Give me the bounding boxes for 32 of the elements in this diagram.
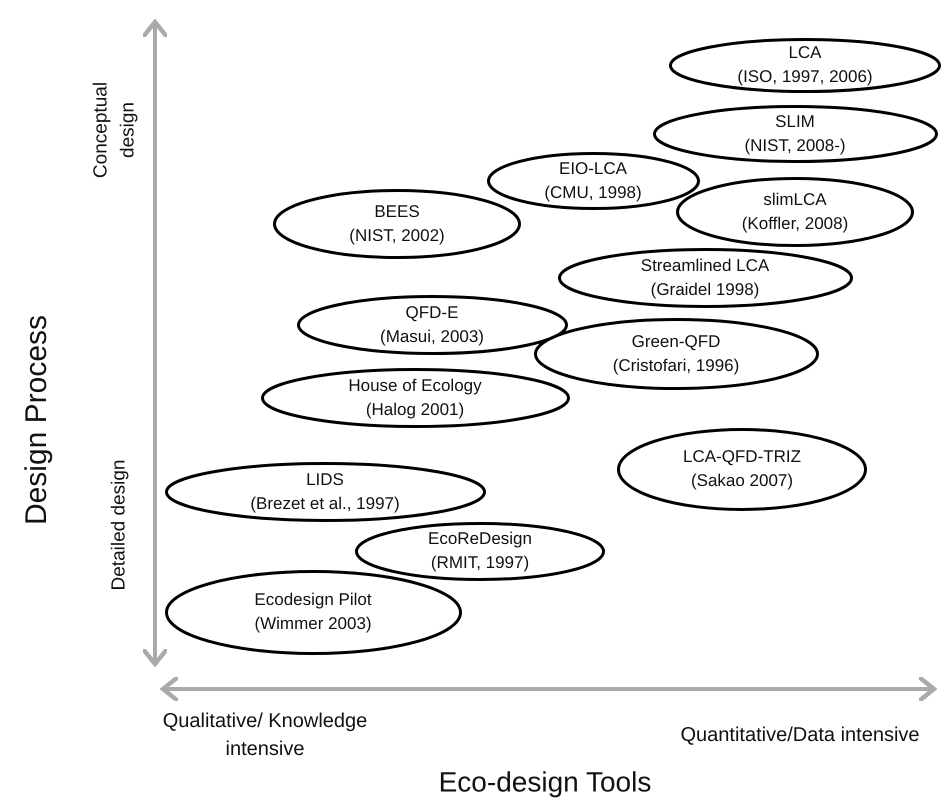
citation: (Brezet et al., 1997) [250,493,400,515]
tool-name: LCA [788,42,822,64]
tool-name: LIDS [306,469,344,491]
tool-name: Streamlined LCA [640,255,770,277]
axis-label: Quantitative/Data intensive [680,723,920,748]
citation: (Cristofari, 1996) [612,355,740,377]
citation: (Koffler, 2008) [742,213,848,235]
tool-name: LCA-QFD-TRIZ [682,446,802,468]
tool-name: QFD-E [406,302,458,324]
tool-name: SLIM [775,111,815,133]
tool-name: slimLCA [763,189,827,211]
citation: (CMU, 1998) [544,182,642,204]
tool-name: BEES [374,201,420,223]
axis-title: Design Process [19,314,54,528]
tool-name: Ecodesign Pilot [254,589,372,611]
citation: (Graidel 1998) [650,279,760,301]
citation: (Masui, 2003) [380,326,484,348]
citation: (Wimmer 2003) [254,613,372,635]
citation: (NIST, 2008-) [744,135,846,157]
axis-label: Conceptual design [89,80,139,180]
tool-name: Green-QFD [632,331,720,353]
axis-label: Qualitative/ Knowledge intensive [162,709,368,762]
citation: (NIST, 2002) [349,225,445,247]
tool-name: EIO-LCA [558,158,628,180]
axis-label: Detailed design [108,458,131,592]
tool-name: House of Ecology [348,375,482,397]
citation: (Halog 2001) [366,399,464,421]
tool-name: EcoReDesign [428,528,532,550]
citation: (Sakao 2007) [690,470,794,492]
axis-title: Eco-design Tools [438,765,652,800]
citation: (ISO, 1997, 2006) [737,66,873,88]
citation: (RMIT, 1997) [430,552,530,574]
